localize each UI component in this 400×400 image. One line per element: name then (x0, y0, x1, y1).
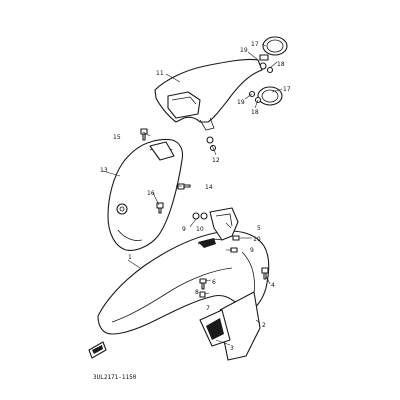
callout-10-right: 10 (253, 236, 261, 243)
callout-18-top: 18 (277, 61, 285, 68)
leader-lines (102, 43, 283, 346)
callout-4: 4 (271, 282, 275, 289)
callout-17-right: 17 (283, 86, 291, 93)
rear-fender-lower-13 (107, 138, 184, 251)
callout-6: 6 (212, 279, 216, 286)
callout-9-left: 9 (182, 226, 186, 233)
decal-tag-icon (88, 341, 107, 359)
reflector-17-top (259, 36, 288, 61)
callout-11: 11 (156, 70, 164, 77)
callout-1: 1 (128, 254, 132, 261)
callout-18-right: 18 (251, 109, 259, 116)
callout-8: 8 (195, 289, 199, 296)
callout-7: 7 (206, 305, 210, 312)
number-plate-2 (199, 291, 261, 361)
diagram-code: 3UL2171-1150 (93, 374, 137, 381)
callout-19-top: 19 (240, 47, 248, 54)
bolt-16 (156, 202, 164, 214)
bolt-4 (261, 267, 269, 280)
rear-fender-11 (154, 58, 263, 152)
callout-12: 12 (212, 157, 220, 164)
bolt-15 (140, 128, 148, 141)
callout-5: 5 (257, 225, 261, 232)
callout-3: 3 (230, 345, 234, 352)
callout-19-right: 19 (237, 99, 245, 106)
callout-labels: 17 19 18 17 19 18 11 15 12 13 14 16 5 9 … (100, 41, 291, 352)
fender-bracket-5 (192, 207, 239, 241)
callout-9-right: 9 (250, 247, 254, 254)
bolt-7 (199, 291, 206, 298)
bolt-14 (177, 183, 191, 190)
callout-15: 15 (113, 134, 121, 141)
bolt-10 (232, 235, 240, 241)
callout-16: 16 (147, 190, 155, 197)
callout-17-top: 17 (251, 41, 259, 48)
callout-10: 10 (196, 226, 204, 233)
callout-2: 2 (262, 322, 266, 329)
front-fender-1 (97, 230, 270, 335)
reflector-17-right (257, 86, 283, 106)
callout-14: 14 (205, 184, 213, 191)
callout-13: 13 (100, 167, 108, 174)
